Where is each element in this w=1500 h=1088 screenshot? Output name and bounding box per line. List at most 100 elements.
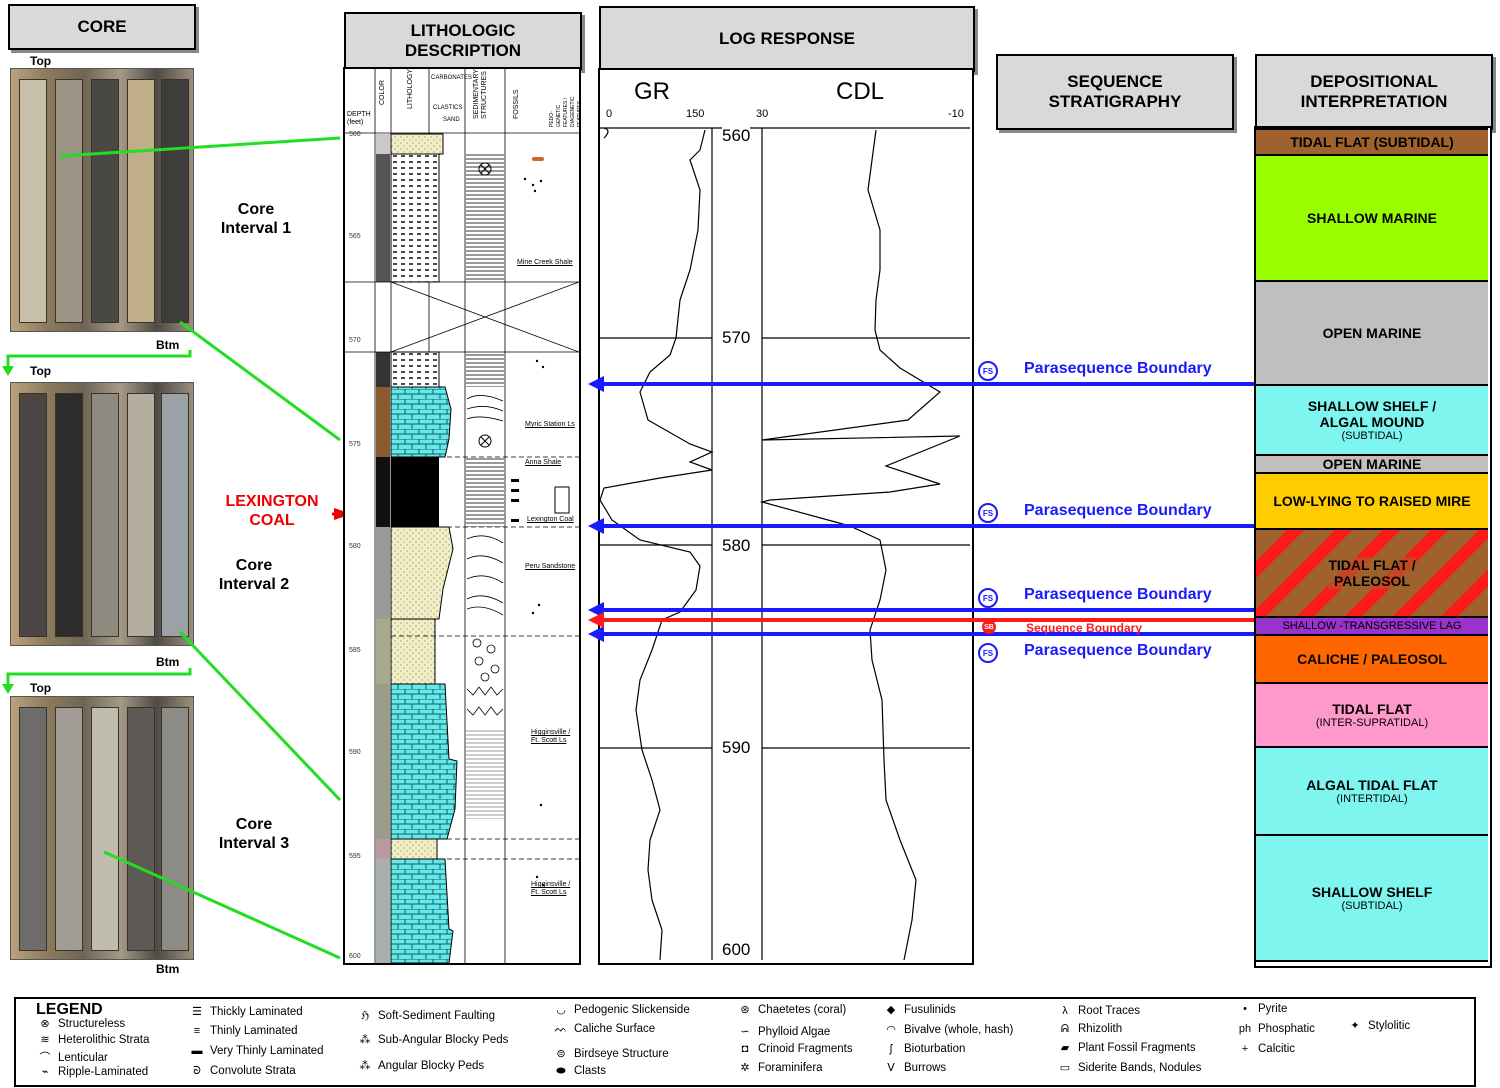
legend-item: ▭Siderite Bands, Nodules — [1056, 1061, 1202, 1074]
legend-item-label: Foraminifera — [758, 1062, 823, 1074]
legend-item-label: Sub-Angular Blocky Peds — [378, 1034, 509, 1046]
legend-item: ≋ Heterolithic Strata — [36, 1033, 149, 1046]
legend-item: ⬬ Clasts — [552, 1065, 606, 1078]
litho-depth-580: 580 — [349, 543, 361, 550]
parasequence-boundary-4: Parasequence Boundary — [1024, 642, 1212, 659]
core1-top-label: Top — [30, 54, 52, 68]
legend-item: ⌁Ripple-Laminated — [36, 1065, 148, 1078]
legend-item: •Pyrite — [1236, 1003, 1287, 1015]
legend-symbol-icon: ⊛ — [740, 1004, 750, 1016]
legend-symbol-icon: ▬ — [191, 1045, 203, 1057]
core-header: CORE — [8, 4, 196, 50]
parasequence-boundary-1: Parasequence Boundary — [1024, 360, 1212, 377]
legend-symbol-icon: ⊗ — [40, 1018, 50, 1030]
legend-item: ⊛ Chaetetes (coral) — [736, 1003, 846, 1016]
unit-caliche-paleosol: CALICHE / PALEOSOL — [1256, 634, 1488, 682]
legend-symbol-icon: ≋ — [40, 1034, 50, 1046]
legend-item-label: Calcitic — [1258, 1043, 1296, 1055]
legend-symbol-icon: ◆ — [886, 1004, 896, 1016]
legend-item-label: Rhizolith — [1078, 1023, 1123, 1035]
legend-item-label: Thinly Laminated — [210, 1025, 298, 1037]
legend-item: ◘Crinoid Fragments — [736, 1043, 853, 1055]
legend-item-label: Lenticular — [58, 1052, 108, 1064]
legend-item: ⁂Sub-Angular Blocky Peds — [356, 1033, 509, 1046]
legend-item-label: Phylloid Algae — [758, 1026, 831, 1038]
legend-box: LEGEND ⊗Structureless≋Heterolithic Strat… — [14, 997, 1476, 1087]
unit-label-myric-station: Myric Station Ls — [525, 421, 575, 428]
sand-label: SAND — [443, 117, 460, 123]
gr-curve — [599, 127, 714, 961]
core1-btm-label: Btm — [156, 338, 180, 352]
legend-item: ◠Bivalve (whole, hash) — [882, 1023, 1013, 1036]
legend-symbol-icon: ◡ — [556, 1004, 566, 1016]
legend-item: ◆ Fusulinids — [882, 1003, 956, 1016]
core-interval-2-label: Core Interval 2 — [218, 557, 290, 593]
legend-symbol-icon: ᕱ — [1060, 1023, 1070, 1035]
litho-depth-590: 590 — [349, 749, 361, 756]
litho-depth-570: 570 — [349, 337, 361, 344]
legend-item-label: Pyrite — [1258, 1003, 1288, 1015]
unit-low-lying-raised-mire: LOW-LYING TO RAISED MIRE — [1256, 472, 1488, 528]
legend-item-label: Very Thinly Laminated — [210, 1045, 324, 1057]
legend-symbol-icon: ☰ — [192, 1006, 202, 1018]
log-depth-570: 570 — [722, 328, 751, 348]
cdl-max: -10 — [948, 108, 964, 120]
legend-item-label: Bioturbation — [904, 1043, 966, 1055]
legend-symbol-icon: ⁂ — [359, 1060, 371, 1072]
legend-item-label: Chaetetes (coral) — [758, 1004, 847, 1016]
log-response-panel — [598, 68, 974, 965]
unit-shallow-transgressive-lag: SHALLOW -TRANSGRESSIVE LAG — [1256, 616, 1488, 634]
legend-item-label: Caliche Surface — [574, 1023, 656, 1035]
gr-min: 0 — [606, 108, 613, 120]
legend-symbol-icon: ⌒ — [39, 1052, 51, 1064]
legend-item-label: Angular Blocky Peds — [378, 1060, 485, 1072]
legend-item: λ Root Traces — [1056, 1005, 1140, 1017]
unit-shallow-marine: SHALLOW MARINE — [1256, 154, 1488, 280]
legend-symbol-icon: ⬬ — [556, 1065, 566, 1077]
legend-title: LEGEND — [36, 1001, 103, 1018]
unit-tidal-flat-subtidal: TIDAL FLAT (SUBTIDAL) — [1256, 128, 1488, 154]
lithologic-column: DEPTH (feet) COLOR LITHOLOGY CARBONATES … — [343, 67, 581, 965]
parasequence-boundary-2: Parasequence Boundary — [1024, 502, 1212, 519]
legend-item: +Calcitic — [1236, 1043, 1295, 1055]
litho-depth-595: 595 — [349, 853, 361, 860]
log-depth-590: 590 — [722, 738, 751, 758]
fs-marker-2: FS — [978, 503, 998, 523]
gr-max: 150 — [686, 108, 705, 120]
sequence-stratigraphy-header: SEQUENCE STRATIGRAPHY — [996, 54, 1234, 130]
unit-algal-tidal-flat: ALGAL TIDAL FLAT(INTERTIDAL) — [1256, 746, 1488, 834]
log-depth-580: 580 — [722, 536, 751, 556]
unit-tidal-flat-inter-supratidal: TIDAL FLAT(INTER-SUPRATIDAL) — [1256, 682, 1488, 746]
lithology-drawing — [345, 69, 579, 963]
legend-symbol-icon: ✲ — [740, 1062, 750, 1074]
legend-item-label: Birdseye Structure — [574, 1048, 669, 1060]
parasequence-boundary-3: Parasequence Boundary — [1024, 586, 1212, 603]
core-photo-interval-3 — [10, 696, 194, 960]
unit-open-marine-1: OPEN MARINE — [1256, 280, 1488, 384]
legend-symbol-icon: ⊜ — [556, 1048, 566, 1060]
legend-item-label: Thickly Laminated — [210, 1006, 303, 1018]
sb-marker: SB — [982, 620, 996, 634]
legend-symbol-icon: ∽ — [740, 1026, 750, 1038]
core3-btm-label: Btm — [156, 962, 180, 976]
legend-item-label: Phosphatic — [1258, 1023, 1315, 1035]
legend-item: ☰ Thickly Laminated — [188, 1005, 303, 1018]
legend-item-label: Burrows — [904, 1062, 947, 1074]
legend-item-label: Heterolithic Strata — [58, 1034, 150, 1046]
legend-symbol-icon: ▰ — [1060, 1042, 1070, 1054]
legend-symbol-icon: λ — [1062, 1005, 1068, 1017]
core-photo-interval-1 — [10, 68, 194, 332]
log-depth-600: 600 — [722, 940, 751, 960]
litho-depth-600: 600 — [349, 953, 361, 960]
legend-item-label: Clasts — [574, 1065, 606, 1077]
legend-item-label: Ripple-Laminated — [58, 1066, 149, 1078]
legend-item-label: Pedogenic Slickenside — [574, 1004, 690, 1016]
legend-item-label: Root Traces — [1078, 1005, 1140, 1017]
litho-depth-565: 565 — [349, 233, 361, 240]
legend-item: ◡ Pedogenic Slickenside — [552, 1003, 690, 1016]
carbonates-label: CARBONATES — [431, 75, 472, 81]
legend-item-label: Fusulinids — [904, 1004, 956, 1016]
